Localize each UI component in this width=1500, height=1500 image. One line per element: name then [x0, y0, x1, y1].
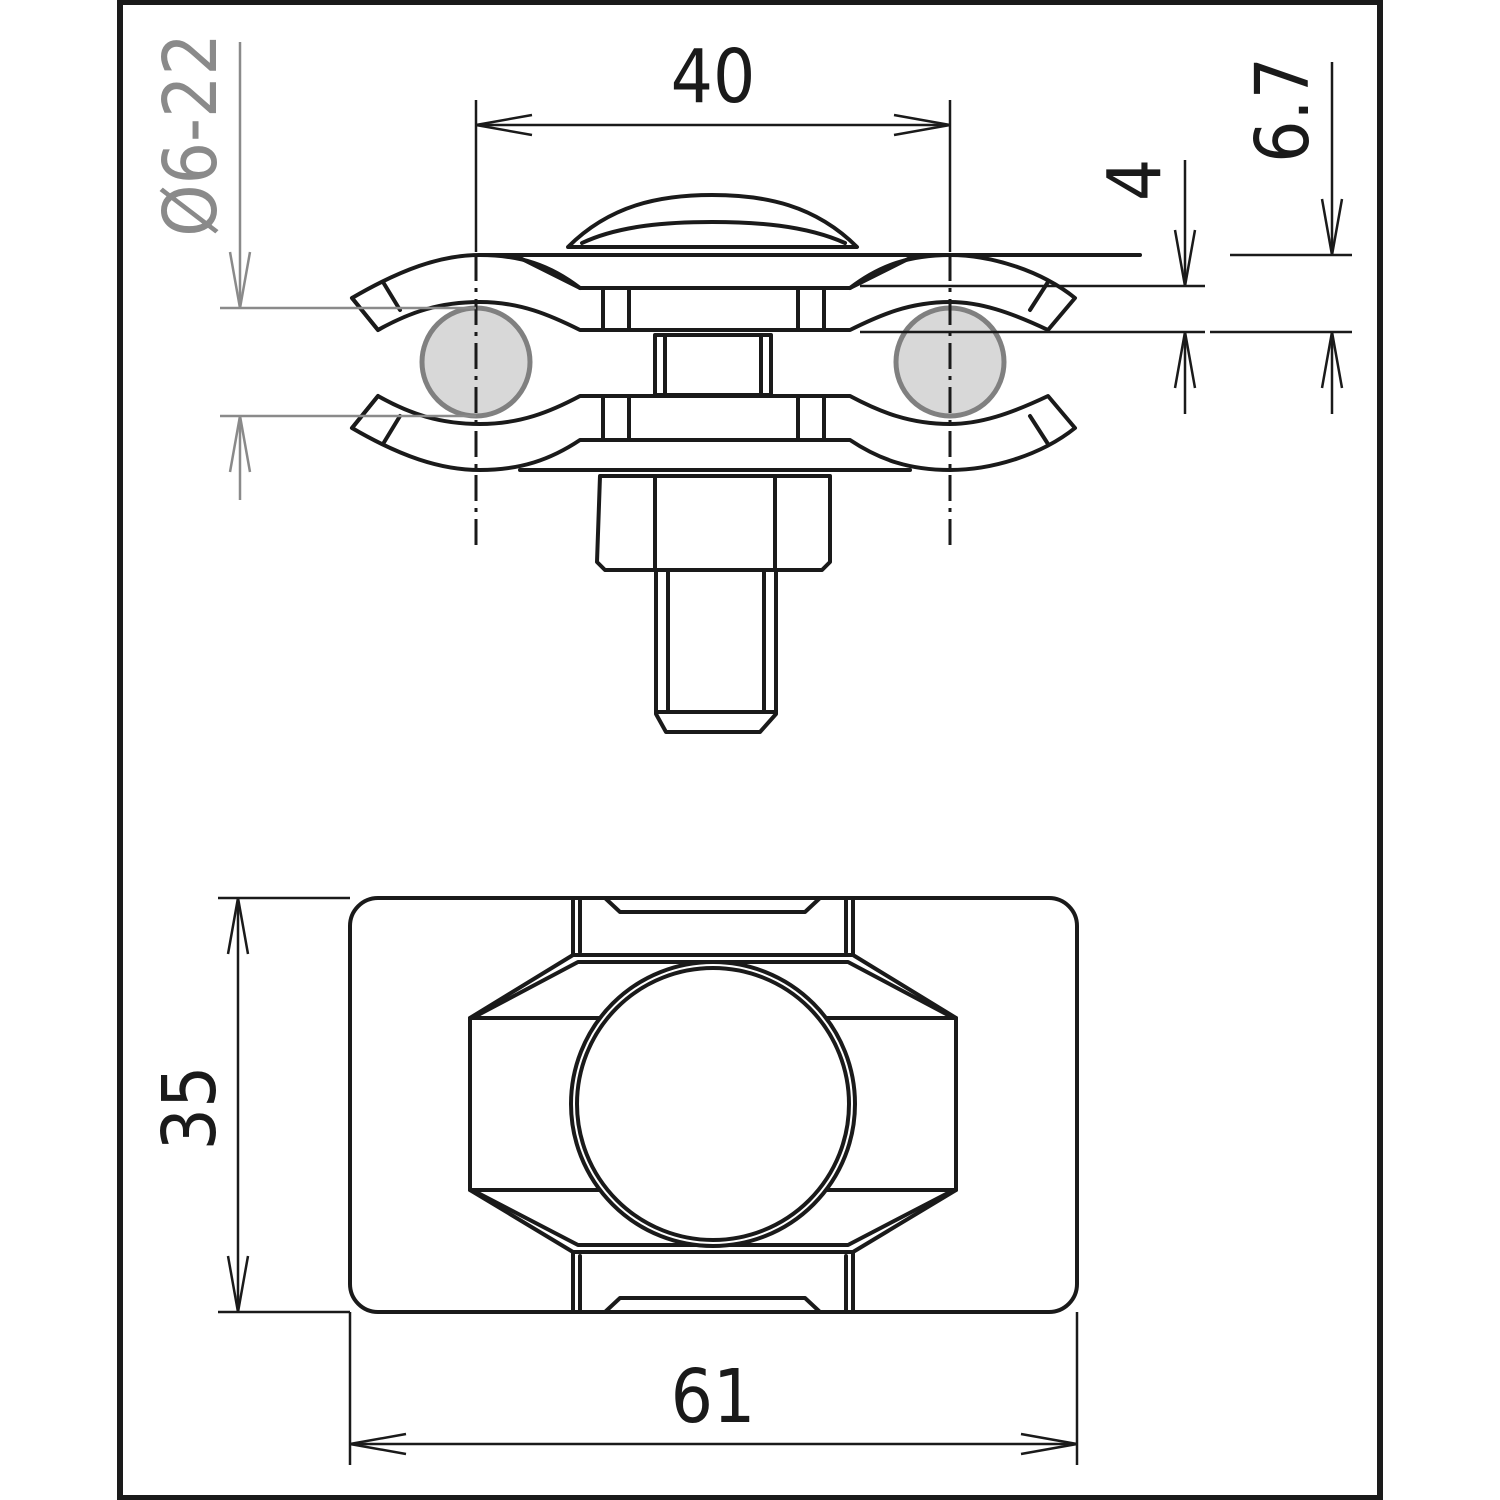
overall-height-label: 6.7: [1240, 57, 1326, 163]
bolt-end: [654, 568, 778, 734]
spacer-right-upper: [796, 286, 826, 332]
spacer-right-lower: [796, 394, 826, 442]
width-label: 35: [147, 1066, 233, 1151]
bolt-head-top: [569, 960, 857, 1248]
conductor-diameter-label: Ø6-22: [148, 33, 234, 236]
pitch-label: 40: [671, 34, 756, 120]
dimension-length: 61: [348, 1312, 1079, 1465]
spacer-left-lower: [601, 394, 631, 442]
dimension-conductor-diameter: Ø6-22: [148, 33, 476, 500]
dimension-overall-height: 6.7: [1210, 57, 1352, 414]
upper-clamp-plate: [350, 253, 1077, 332]
dimension-pitch: 40: [474, 34, 952, 252]
dimension-width: 35: [147, 896, 350, 1314]
length-label: 61: [671, 1354, 756, 1440]
drawing-frame: [117, 0, 1383, 1500]
plate-thickness-label: 4: [1092, 159, 1178, 201]
lower-clamp-plate: [350, 394, 1077, 472]
bolt-shank: [653, 333, 773, 397]
top-view: [348, 896, 1079, 1314]
spacer-left-upper: [601, 286, 631, 332]
hex-nut: [595, 474, 832, 572]
side-view: [350, 193, 1142, 734]
dimension-plate-thickness: 4: [860, 159, 1205, 414]
